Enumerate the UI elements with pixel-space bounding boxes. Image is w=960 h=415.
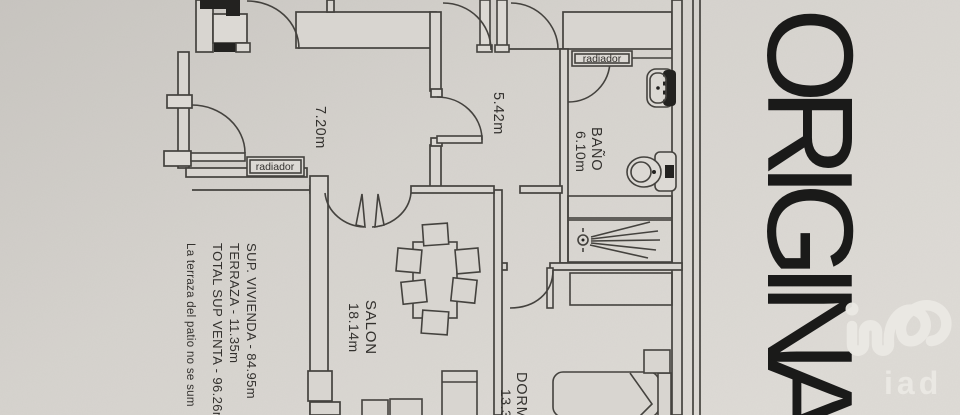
sink-icon bbox=[646, 68, 676, 108]
hall-dimension: 7.20m bbox=[312, 106, 328, 149]
bathroom-fixtures bbox=[246, 50, 677, 306]
iad-logo-mark bbox=[846, 300, 952, 356]
dormitorio-label: DORMI bbox=[513, 372, 529, 415]
top-room-dimension: 5.42m bbox=[490, 92, 506, 135]
bed bbox=[552, 349, 672, 415]
area-summary: SUP. VIVIENDA - 84.95m TERRAZA - 11.35m … bbox=[184, 243, 259, 415]
door-arcs bbox=[190, 0, 611, 309]
iad-logo-dot bbox=[845, 302, 859, 316]
dormitorio-dimension: 13.3 bbox=[498, 389, 514, 415]
toilet-icon bbox=[626, 151, 677, 192]
iad-logo: iad bbox=[845, 300, 952, 401]
summary-line-vivienda: SUP. VIVIENDA - 84.95m bbox=[244, 243, 259, 399]
sofa bbox=[361, 370, 478, 415]
plan-labels: 7.20m 5.42m BAÑO 6.10m SALON 18.14m DORM… bbox=[256, 53, 622, 415]
furniture bbox=[361, 222, 672, 415]
shower-icon bbox=[567, 219, 673, 263]
salon-dimension: 18.14m bbox=[346, 303, 362, 353]
iad-logo-text: iad bbox=[884, 365, 942, 401]
walls bbox=[163, 0, 701, 415]
radiator-left bbox=[246, 156, 305, 177]
radiator-bano-label: radiador bbox=[583, 53, 622, 65]
summary-line-terraza: TERRAZA - 11.35m bbox=[227, 243, 242, 363]
summary-note: La terraza del patio no se sum bbox=[184, 243, 196, 407]
bano-label: BAÑO bbox=[588, 127, 605, 171]
wardrobe bbox=[569, 272, 673, 306]
summary-line-total: TOTAL SUP VENTA - 96.26m bbox=[210, 243, 225, 415]
bano-dimension: 6.10m bbox=[573, 131, 589, 172]
nightstand bbox=[643, 349, 671, 374]
radiator-bano bbox=[571, 50, 672, 67]
dining-table bbox=[395, 222, 481, 336]
salon-label: SALON bbox=[362, 300, 379, 355]
radiator-left-label: radiador bbox=[256, 161, 295, 173]
